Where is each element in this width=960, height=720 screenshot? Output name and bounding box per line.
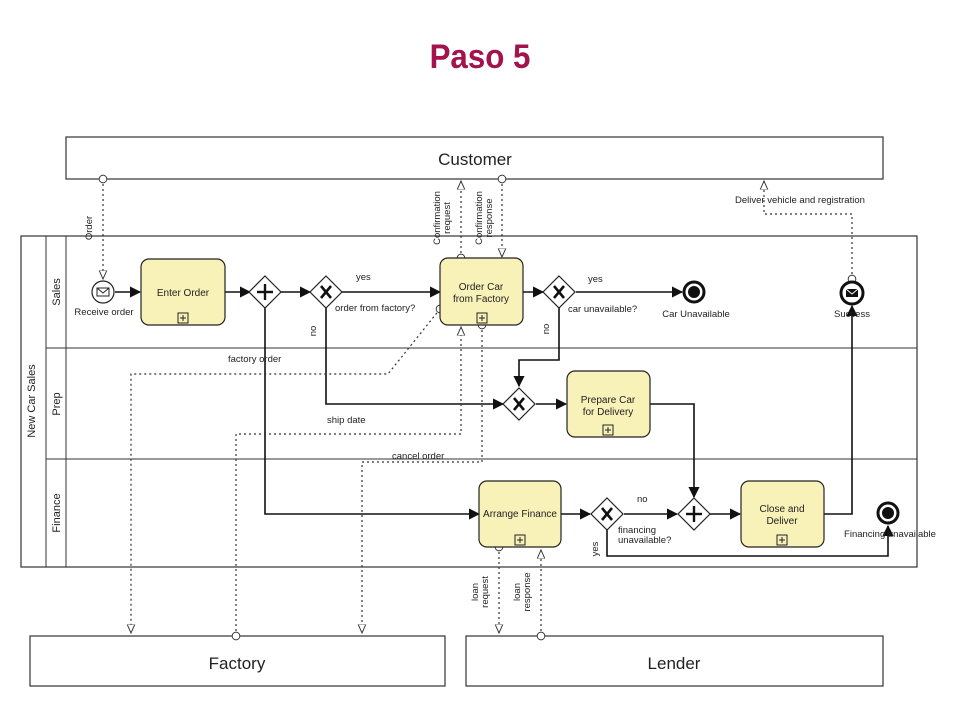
flow-label-no: no <box>308 326 319 337</box>
message-label-loan-response-1: loan <box>512 583 523 601</box>
parallel-gateway-join[interactable] <box>677 497 711 531</box>
car-unavailable-label: Car Unavailable <box>662 309 730 320</box>
xor-gateway-financing[interactable] <box>590 497 624 531</box>
message-label-loan-response-2: response <box>522 572 533 611</box>
factory-pool[interactable]: Factory <box>29 635 446 687</box>
customer-pool-label: Customer <box>438 150 512 169</box>
flow-label-yes: yes <box>588 274 603 285</box>
message-cancel-order <box>362 325 482 633</box>
xor-gateway-order-from-factory[interactable] <box>309 275 343 309</box>
task-enter-order-label: Enter Order <box>157 288 210 299</box>
success-label: Success <box>834 309 870 320</box>
xor-gateway-car-unavailable[interactable] <box>542 275 576 309</box>
task-arrange-finance[interactable]: Arrange Finance <box>478 480 562 548</box>
end-event-success[interactable]: Success <box>834 280 870 320</box>
flow-label-yes: yes <box>356 272 371 283</box>
xor-gateway-merge-prep[interactable] <box>502 387 536 421</box>
task-enter-order[interactable]: Enter Order <box>140 258 226 326</box>
task-close-deliver-label-1: Close and <box>759 504 804 515</box>
x-icon <box>601 507 613 521</box>
message-label-deliver-vehicle: Deliver vehicle and registration <box>735 195 865 206</box>
lender-pool-label: Lender <box>648 654 701 673</box>
message-label-loan-request-1: loan <box>470 583 481 601</box>
flow-label-order-from-factory: order from factory? <box>335 303 415 314</box>
subprocess-marker-icon <box>602 424 614 436</box>
lane-label-finance: Finance <box>51 493 63 532</box>
envelope-icon <box>845 288 859 297</box>
subprocess-marker-icon <box>776 534 788 546</box>
task-arrange-finance-label: Arrange Finance <box>483 509 557 520</box>
subprocess-marker-icon <box>476 312 488 324</box>
message-label-confirmation-response-1: Confirmation <box>474 191 485 245</box>
task-order-car-label-1: Order Car <box>459 282 504 293</box>
message-flows <box>103 179 852 636</box>
flow-label-car-unavailable: car unavailable? <box>568 304 637 315</box>
task-close-deliver-label-2: Deliver <box>766 516 798 527</box>
main-pool-label: New Car Sales <box>26 364 38 438</box>
task-close-deliver[interactable]: Close and Deliver <box>740 480 825 548</box>
financing-unavailable-label: Financing unavailable <box>844 529 936 540</box>
x-icon <box>553 285 565 299</box>
message-label-confirmation-request-1: Confirmation <box>432 191 443 245</box>
end-event-car-unavailable[interactable]: Car Unavailable <box>662 280 730 320</box>
message-label-confirmation-response-2: response <box>484 198 495 237</box>
envelope-icon <box>96 287 110 297</box>
page-title: Paso 5 <box>429 38 531 76</box>
flow-label-no: no <box>637 494 648 505</box>
message-label-cancel-order: cancel order <box>392 451 444 462</box>
x-icon <box>320 285 332 299</box>
flow-car-unavailable-no <box>513 308 560 388</box>
task-prepare-car[interactable]: Prepare Car for Delivery <box>566 370 651 438</box>
flow-financing-yes <box>606 524 894 557</box>
subprocess-marker-icon <box>177 312 189 324</box>
lender-pool[interactable]: Lender <box>465 635 884 687</box>
task-order-car[interactable]: Order Car from Factory <box>439 257 524 326</box>
factory-pool-label: Factory <box>209 654 266 673</box>
flow-prepare-to-join <box>650 403 700 499</box>
subprocess-marker-icon <box>514 534 526 546</box>
lane-label-sales: Sales <box>51 278 63 306</box>
flow-label-yes: yes <box>590 541 601 556</box>
end-event-financing-unavailable[interactable]: Financing unavailable <box>844 501 936 540</box>
message-label-order: Order <box>84 216 95 240</box>
message-label-loan-request-2: request <box>480 576 491 608</box>
task-order-car-label-2: from Factory <box>453 294 509 305</box>
message-label-confirmation-request-2: request <box>442 202 453 234</box>
sequence-flow-labels: yes order from factory? no yes car unava… <box>308 272 671 556</box>
task-prepare-car-label-2: for Delivery <box>583 407 634 418</box>
parallel-gateway-split[interactable] <box>248 275 282 309</box>
flow-close-to-success <box>824 304 858 515</box>
plus-icon <box>686 506 702 522</box>
receive-order-label: Receive order <box>74 307 133 318</box>
lane-label-prep: Prep <box>51 392 63 415</box>
message-flow-labels: Order Confirmation request Confirmation … <box>84 191 865 611</box>
x-icon <box>513 397 525 411</box>
flow-label-financing-1: financing <box>618 525 656 536</box>
message-label-factory-order: factory order <box>228 354 281 365</box>
start-event-receive-order[interactable]: Receive order <box>74 280 134 318</box>
flow-label-financing-2: unavailable? <box>618 535 671 546</box>
task-prepare-car-label-1: Prepare Car <box>581 395 636 406</box>
plus-icon <box>257 284 273 300</box>
message-label-ship-date: ship date <box>327 415 366 426</box>
flow-label-no: no <box>541 324 552 335</box>
customer-pool[interactable]: Customer <box>65 136 884 180</box>
